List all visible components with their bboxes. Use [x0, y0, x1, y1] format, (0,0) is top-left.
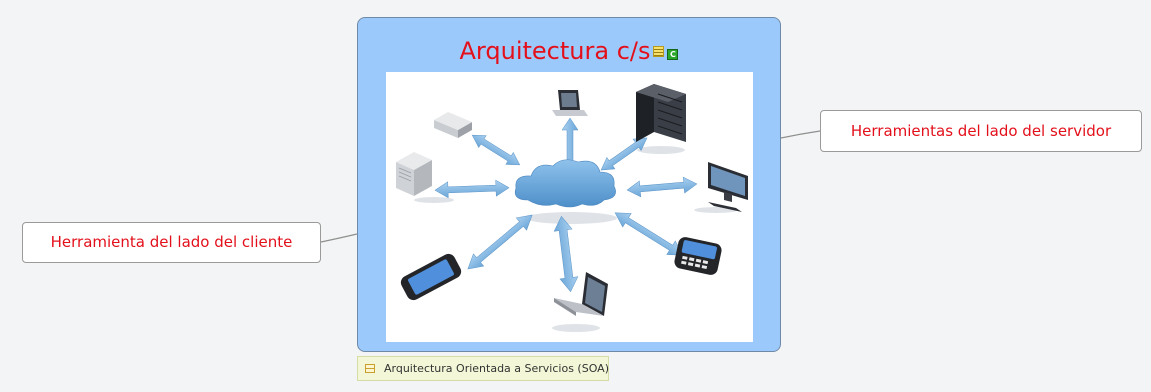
laptop-icon-top	[552, 90, 588, 116]
central-topic-title-row: Arquitectura c/s C	[358, 36, 780, 66]
topic-client-tool[interactable]: Herramienta del lado del cliente	[22, 222, 321, 263]
server-rack-icon	[636, 84, 686, 142]
attachment-soa[interactable]: Arquitectura Orientada a Servicios (SOA)	[357, 356, 609, 381]
notes-icon[interactable]	[653, 46, 665, 57]
central-topic[interactable]: Arquitectura c/s C	[357, 17, 781, 352]
central-topic-title: Arquitectura c/s	[459, 37, 651, 65]
laptop-icon-bottom	[554, 272, 608, 316]
connector-client	[320, 233, 358, 243]
smartphone-icon-right	[674, 237, 722, 275]
tower-computer-icon	[396, 152, 432, 196]
attachment-label: Arquitectura Orientada a Servicios (SOA)	[384, 362, 609, 375]
network-diagram-image	[386, 72, 753, 342]
cloud-icon	[514, 159, 616, 208]
smartphone-icon-left	[400, 253, 462, 301]
desktop-monitor-icon	[708, 162, 748, 212]
list-icon	[365, 364, 375, 373]
arrows	[434, 117, 698, 293]
shadows	[414, 146, 738, 332]
c-marker-icon[interactable]: C	[667, 49, 679, 60]
connector-server	[780, 130, 821, 139]
router-icon	[434, 112, 472, 138]
topic-server-tools[interactable]: Herramientas del lado del servidor	[820, 110, 1142, 152]
